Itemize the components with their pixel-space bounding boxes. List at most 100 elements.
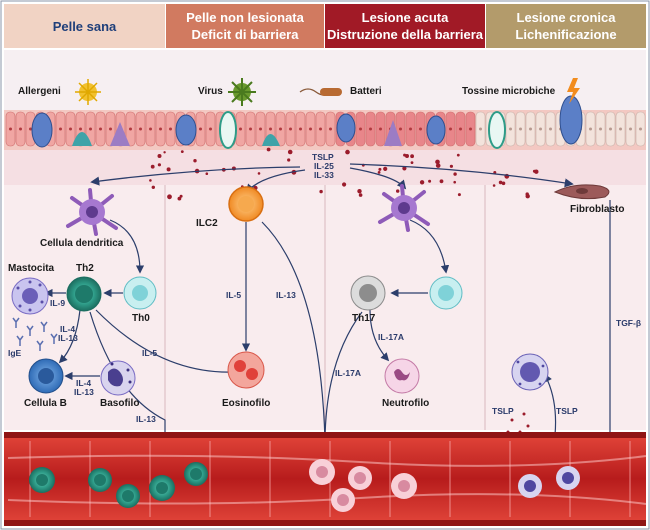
- header-chronic-line1: Lesione cronica: [516, 10, 616, 25]
- keratinocyte-nucleus: [19, 127, 22, 131]
- header-acute: Lesione acuta Distruzione della barriera: [325, 4, 485, 48]
- keratinocyte-nucleus: [89, 127, 92, 131]
- dendritic-cell-2-icon: [378, 184, 430, 232]
- keratinocyte-nucleus: [169, 127, 172, 131]
- label-dendritic: Cellula dendritica: [40, 238, 124, 249]
- keratinocyte-nucleus: [599, 127, 602, 131]
- cytokine-dot: [287, 149, 293, 155]
- cytokine-dot: [150, 164, 155, 169]
- cytokine-dot: [193, 159, 197, 163]
- keratinocyte-nucleus: [409, 127, 412, 131]
- cytokine-dot: [266, 147, 271, 152]
- label-th17: Th17: [352, 313, 376, 324]
- cytokine-dot: [453, 172, 457, 176]
- label-fibroblast: Fibroblasto: [570, 204, 625, 215]
- cytokine-dot: [383, 166, 388, 171]
- keratinocyte-nucleus: [529, 127, 532, 131]
- cytokine-dot: [149, 179, 152, 182]
- keratinocyte-nucleus: [99, 127, 102, 131]
- b-cell-icon: [28, 358, 64, 394]
- keratinocyte-nucleus: [139, 127, 142, 131]
- cytokine-dot: [435, 159, 440, 165]
- label-ilc2: ILC2: [196, 218, 218, 229]
- cytokine-dot: [453, 180, 457, 184]
- keratinocyte-nucleus: [589, 127, 592, 131]
- keratinocyte-nucleus: [159, 127, 162, 131]
- label-virus: Virus: [198, 86, 223, 97]
- label-il17a-a: IL-17A: [378, 332, 404, 342]
- keratinocyte-nucleus: [69, 127, 72, 131]
- label-eosinophil: Eosinofilo: [222, 398, 271, 409]
- keratinocyte-nucleus: [549, 127, 552, 131]
- th0-cell-2-icon: [429, 276, 463, 310]
- label-il9: IL-9: [50, 298, 66, 308]
- label-tgfb: TGF-β: [616, 318, 642, 328]
- keratinocyte-nucleus: [399, 127, 402, 131]
- keratinocyte-nucleus: [109, 127, 112, 131]
- header-chronic: Lesione cronica Lichenificazione: [486, 4, 646, 48]
- cytokine-dot: [498, 180, 503, 185]
- cytokine-dot: [449, 164, 453, 168]
- cytokine-dot: [410, 161, 414, 165]
- label-il13-c: IL-13: [136, 414, 156, 424]
- cytokine-dot: [358, 193, 363, 197]
- header-acute-line1: Lesione acuta: [361, 10, 449, 25]
- label-th0: Th0: [132, 313, 150, 324]
- header-acute-line2: Distruzione della barriera: [326, 27, 484, 42]
- keratinocyte-nucleus: [149, 127, 152, 131]
- keratinocyte-nucleus: [289, 127, 292, 131]
- cytokine-dot: [428, 179, 432, 183]
- cytokine-dot: [287, 158, 291, 162]
- cytokine-dot: [345, 149, 350, 155]
- cytokine-dot: [492, 184, 496, 187]
- keratinocyte-nucleus: [9, 127, 12, 131]
- cytokine-dot: [179, 194, 183, 198]
- bacteria-icon: [299, 88, 342, 96]
- keratinocyte-nucleus: [359, 127, 362, 131]
- label-il4-b: IL-4: [76, 378, 92, 388]
- label-il25: IL-25: [314, 161, 334, 171]
- keratinocyte-nucleus: [249, 127, 252, 131]
- surface-background: [4, 50, 646, 110]
- keratinocyte-nucleus: [479, 127, 482, 131]
- th0-cell-icon: [123, 276, 157, 310]
- column-separators: [164, 185, 486, 430]
- label-il5-b: IL-5: [226, 290, 242, 300]
- cytokine-dot: [342, 182, 347, 187]
- keratinocyte-nucleus: [79, 127, 82, 131]
- cytokine-dot: [405, 154, 409, 158]
- label-il5-a: IL-5: [142, 348, 158, 358]
- label-toxins: Tossine microbiche: [462, 86, 556, 97]
- keratinocyte-nucleus: [319, 127, 322, 131]
- label-il13-b: IL-13: [74, 387, 94, 397]
- label-il33: IL-33: [314, 170, 334, 180]
- keratinocyte-nucleus: [329, 127, 332, 131]
- cytokine-dot: [456, 153, 460, 157]
- header-chronic-line2: Lichenificazione: [515, 27, 617, 42]
- cytokine-dot: [501, 181, 506, 186]
- cytokine-dot: [157, 154, 162, 158]
- cytokine-dot: [166, 167, 171, 172]
- label-neutrophil: Neutrofilo: [382, 398, 430, 409]
- cytokine-dot: [377, 171, 381, 174]
- keratinocyte-nucleus: [519, 127, 522, 131]
- cytokine-dot: [180, 150, 184, 154]
- chronic-cell-icon: [511, 353, 549, 391]
- header-healthy-skin: Pelle sana: [4, 4, 165, 48]
- eosinophil-icon: [227, 351, 265, 389]
- label-tslp: TSLP: [312, 152, 334, 162]
- cytokine-dot: [357, 189, 362, 194]
- keratinocyte-nucleus: [369, 127, 372, 131]
- keratinocyte-nucleus: [629, 127, 632, 131]
- header-non-lesional: Pelle non lesionata Deficit di barriera: [166, 4, 324, 48]
- keratinocyte-nucleus: [239, 127, 242, 131]
- th2-cell-icon: [66, 276, 102, 312]
- label-bcell: Cellula B: [24, 398, 67, 409]
- keratinocyte-nucleus: [279, 127, 282, 131]
- header-healthy-line1: Pelle sana: [52, 18, 117, 34]
- mast-cell-icon: [11, 277, 49, 315]
- cytokine-dot: [457, 193, 461, 197]
- cytokine-dot: [177, 196, 182, 201]
- label-il13-d: IL-13: [276, 290, 296, 300]
